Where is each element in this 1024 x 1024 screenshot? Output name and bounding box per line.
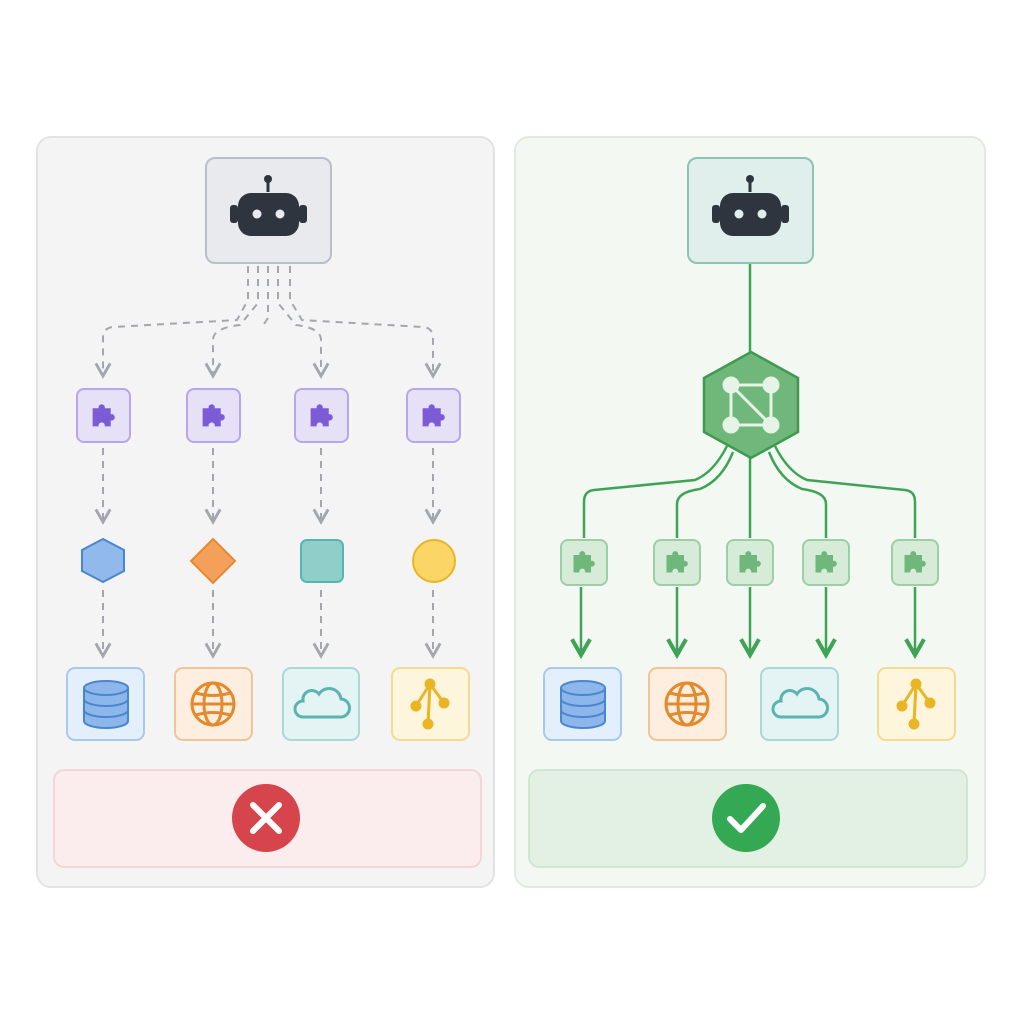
left-connector-1 [76,388,131,443]
right-panel [514,136,986,888]
branch-link-4 [767,451,828,538]
right-git-tile [877,667,956,741]
left-resource-row [66,667,470,741]
globe-icon [664,681,710,727]
dashed-link-1 [94,266,249,379]
left-globe-tile [174,667,253,741]
git-branch-icon [896,678,936,730]
dashed-link-3 [277,266,330,379]
left-dashed-links [94,266,442,379]
hub-node [702,350,800,460]
right-connector-4 [802,539,850,586]
right-resource-row [543,667,956,741]
globe-icon [190,681,236,727]
database-icon [83,680,129,729]
right-agent-box [687,157,814,264]
hub-network-icon [722,376,780,434]
database-icon [560,680,606,729]
left-status-bar [53,769,482,868]
branch-link-5 [773,445,917,538]
left-agent-box [205,157,332,264]
right-globe-tile [648,667,727,741]
dashed-link-2 [204,266,259,379]
cloud-icon [771,687,829,719]
circle-adapter-icon [412,539,456,583]
right-resource-links [570,587,926,660]
branch-link-1 [582,445,729,538]
cross-icon [232,784,300,852]
left-database-tile [66,667,145,741]
diamond-adapter-icon [189,537,237,585]
right-connector-2 [653,539,701,586]
left-connector-3 [294,388,349,443]
left-cloud-tile [282,667,360,741]
left-connector-2 [186,388,241,443]
right-status-bar [528,769,968,868]
left-resource-links [94,590,442,659]
robot-icon [230,175,307,236]
check-icon [712,784,780,852]
right-connector-1 [560,539,608,586]
left-adapter-row [81,537,456,585]
right-connector-5 [891,539,939,586]
robot-icon [712,175,789,236]
hexagon-adapter-icon [81,537,125,584]
git-branch-icon [410,678,450,730]
left-git-tile [391,667,470,741]
right-database-tile [543,667,622,741]
square-adapter-icon [300,539,344,583]
dashed-link-center [261,266,269,328]
dashed-link-4 [289,266,442,379]
branch-link-2 [675,451,735,538]
left-panel [36,136,495,888]
left-connector-4 [406,388,461,443]
right-connector-row [560,539,939,586]
left-connector-row [76,388,461,443]
right-connector-3 [726,539,774,586]
right-cloud-tile [760,667,839,741]
hub-branch-links [582,445,917,538]
cloud-icon [293,687,351,719]
